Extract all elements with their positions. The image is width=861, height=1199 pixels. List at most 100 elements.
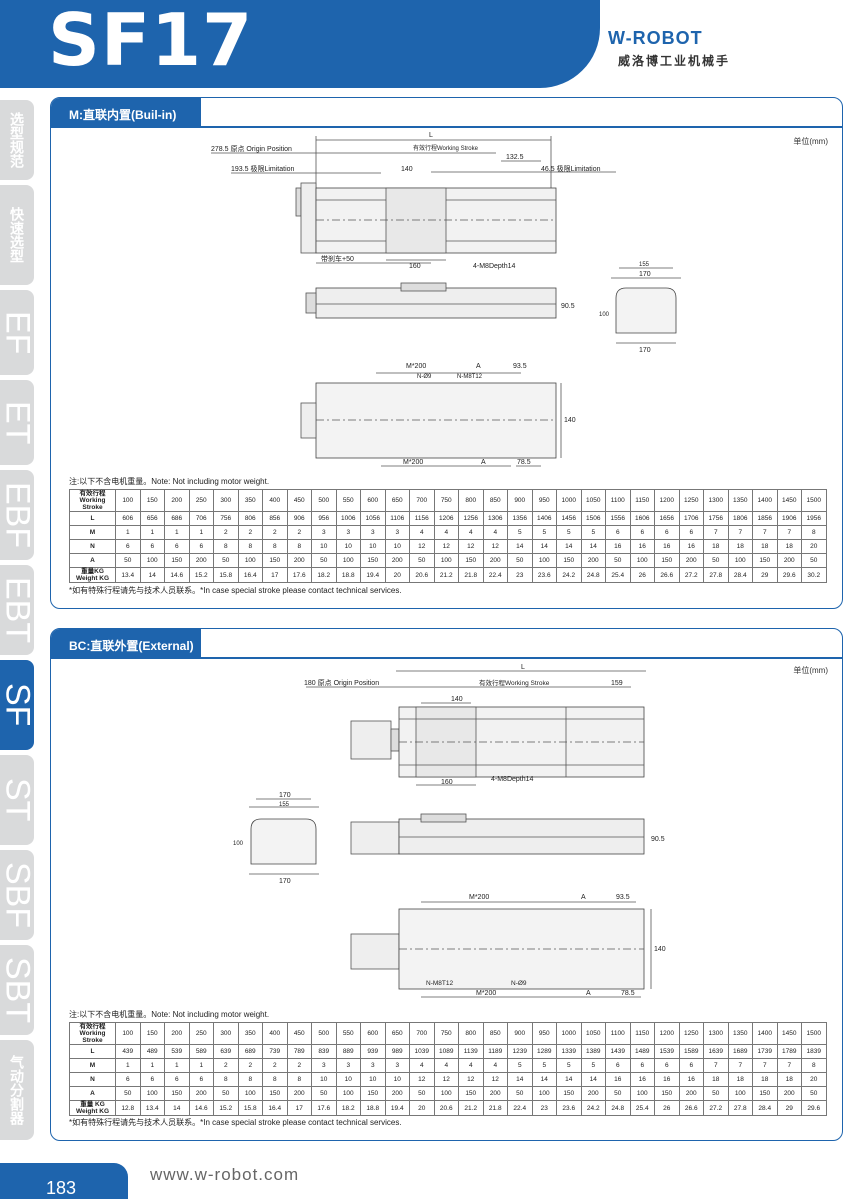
table-cell: 200 (188, 553, 214, 568)
row-header: 有效行程 Working Stroke (69, 489, 116, 512)
table-cell: 18 (752, 1072, 778, 1087)
table-cell: 656 (139, 511, 165, 526)
section-bc-footnote: *如有特殊行程请先与技术人员联系。*In case special stroke… (69, 1118, 402, 1127)
table-cell: 956 (311, 511, 337, 526)
table-cell: 1350 (727, 489, 753, 512)
bc-label-L: L (521, 664, 525, 671)
table-cell: 650 (384, 1022, 410, 1045)
section-bc-unit: 单位(mm) (793, 666, 828, 675)
m-label-m200: M*200 (406, 363, 426, 370)
table-cell: 150 (262, 553, 288, 568)
table-cell: 6 (605, 1058, 631, 1073)
section-m-footnote: *如有特殊行程请先与技术人员联系。*In case special stroke… (69, 586, 402, 595)
sidebar-tab[interactable]: 快速选型 (0, 185, 34, 285)
table-cell: 400 (262, 489, 288, 512)
table-cell: 150 (139, 489, 165, 512)
table-cell: 1089 (433, 1044, 459, 1059)
table-cell: 5 (580, 1058, 606, 1073)
table-cell: 6 (678, 525, 704, 540)
table-cell: 21.8 (482, 1100, 508, 1116)
table-cell: 50 (213, 1086, 239, 1101)
table-cell: 150 (458, 1086, 484, 1101)
table-cell: 50 (507, 1086, 533, 1101)
table-cell: 1000 (556, 489, 582, 512)
website-url: www.w-robot.com (150, 1165, 300, 1184)
table-cell: 1056 (360, 511, 386, 526)
table-cell: 100 (531, 1086, 557, 1101)
table-cell: 1 (139, 525, 165, 540)
bc-label-n9: N-Ø9 (511, 980, 527, 987)
m-label-n8: N-M8T12 (457, 374, 483, 380)
table-cell: 6 (629, 525, 655, 540)
table-cell: 100 (727, 553, 753, 568)
table-cell: 29 (752, 567, 778, 583)
table-cell: 7 (752, 1058, 778, 1073)
table-cell: 500 (311, 489, 337, 512)
sidebar-tab[interactable]: ST (0, 755, 34, 845)
m-label-160: 160 (409, 263, 421, 270)
table-cell: 6 (139, 1072, 165, 1087)
table-cell: 29 (776, 1100, 802, 1116)
header-band (0, 0, 600, 88)
table-cell: 589 (188, 1044, 214, 1059)
page-title: SF17 (48, 0, 254, 82)
table-cell: 2 (237, 1058, 263, 1073)
table-cell: 150 (360, 1086, 386, 1101)
sidebar-tab[interactable]: SBT (0, 945, 34, 1035)
m-label-L: L (429, 132, 433, 139)
sidebar-tab[interactable]: ET (0, 380, 34, 465)
sidebar-tab[interactable]: EF (0, 290, 34, 375)
sidebar-tab[interactable]: EBT (0, 565, 34, 655)
sidebar-tab[interactable]: 选型规范 (0, 100, 34, 180)
table-cell: 27.8 (703, 567, 729, 583)
table-cell: 900 (507, 1022, 533, 1045)
table-cell: 3 (384, 1058, 410, 1073)
table-cell: 18 (776, 1072, 802, 1087)
table-cell: 839 (311, 1044, 337, 1059)
table-cell: 50 (703, 553, 729, 568)
table-cell: 8 (801, 1058, 827, 1073)
table-cell: 6 (188, 539, 214, 554)
table-cell: 1 (115, 1058, 141, 1073)
table-cell: 2 (213, 1058, 239, 1073)
table-cell: 750 (433, 1022, 459, 1045)
table-cell: 1789 (776, 1044, 802, 1059)
table-cell: 50 (213, 553, 239, 568)
table-cell: 12 (482, 1072, 508, 1087)
table-cell: 1839 (801, 1044, 827, 1059)
sidebar-tab[interactable]: EBF (0, 470, 34, 560)
sidebar-tab[interactable]: SF (0, 660, 34, 750)
table-cell: 14 (139, 567, 165, 583)
table-cell: 300 (213, 1022, 239, 1045)
sidebar-tab[interactable]: SBF (0, 850, 34, 940)
table-cell: 8 (262, 539, 288, 554)
table-cell: 200 (482, 1086, 508, 1101)
table-cell: 18 (776, 539, 802, 554)
table-cell: 10 (360, 539, 386, 554)
table-cell: 200 (678, 1086, 704, 1101)
table-cell: 14 (507, 1072, 533, 1087)
bc-label-m200b: M*200 (476, 990, 496, 997)
table-cell: 1306 (482, 511, 508, 526)
table-cell: 750 (433, 489, 459, 512)
bc-label-tap: 4-M8Depth14 (491, 776, 534, 783)
table-cell: 439 (115, 1044, 141, 1059)
table-cell: 200 (188, 1086, 214, 1101)
table-cell: 27.2 (703, 1100, 729, 1116)
m-label-905: 90.5 (561, 303, 575, 310)
table-cell: 200 (384, 1086, 410, 1101)
table-cell: 800 (458, 1022, 484, 1045)
sidebar-tab[interactable]: 气动分割器 (0, 1040, 34, 1140)
table-cell: 756 (213, 511, 239, 526)
table-cell: 23 (531, 1100, 557, 1116)
table-cell: 15.8 (237, 1100, 263, 1116)
table-cell: 14 (556, 539, 582, 554)
m-label-n9: N-Ø9 (417, 374, 432, 380)
table-cell: 5 (531, 1058, 557, 1073)
row-header: A (69, 1086, 116, 1101)
table-cell: 21.2 (458, 1100, 484, 1116)
